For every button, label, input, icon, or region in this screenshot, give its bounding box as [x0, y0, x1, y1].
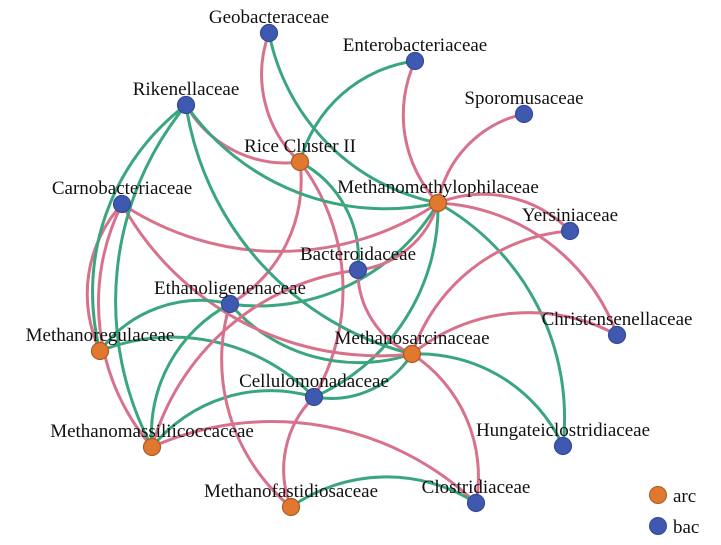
edge-methanosarcinaceae-bacteroidaceae: [356, 269, 413, 356]
edge-methanomassiliicoccaceae-rikenellaceae: [114, 104, 188, 448]
edge-rice-cluster-ii-bacteroidaceae: [299, 160, 360, 271]
node-label-rikenellaceae: Rikenellaceae: [133, 79, 240, 100]
edge-methanosarcinaceae-rikenellaceae: [184, 104, 413, 356]
node-methanosarcinaceae[interactable]: [402, 344, 422, 364]
node-label-hungateiclostridiaceae: Hungateiclostridiaceae: [476, 420, 650, 441]
edges-layer: [85, 32, 619, 509]
node-label-bacteroidaceae: Bacteroidaceae: [300, 244, 416, 265]
edge-methanosarcinaceae-christensenellaceae: [411, 311, 618, 356]
node-hungateiclostridiaceae[interactable]: [553, 436, 573, 456]
edge-methanosarcinaceae-ethanoligenenaceae: [228, 303, 413, 365]
node-ethanoligenenaceae[interactable]: [220, 294, 240, 314]
node-methanomethylophilaceae[interactable]: [428, 193, 448, 213]
node-rikenellaceae[interactable]: [176, 95, 196, 115]
legend-arc-label: arc: [673, 486, 696, 507]
node-methanoregulaceae[interactable]: [90, 341, 110, 361]
edge-methanoregulaceae-ethanoligenenaceae: [98, 298, 231, 352]
edge-rice-cluster-ii-ethanoligenenaceae: [229, 161, 303, 306]
node-label-methanofastidiosaceae: Methanofastidiosaceae: [204, 481, 378, 502]
legend-bac-marker: [649, 517, 667, 535]
legend-arc-marker: [649, 486, 667, 504]
edge-methanosarcinaceae-cellulomonadaceae: [313, 353, 414, 400]
legend-bac-label: bac: [673, 517, 699, 538]
legend: arc bac: [649, 486, 699, 538]
node-label-geobacteraceae: Geobacteraceae: [209, 7, 329, 28]
edge-methanomethylophilaceae-christensenellaceae: [437, 201, 619, 336]
edge-methanomassiliicoccaceae-clostridiaceae: [151, 420, 478, 505]
node-methanomassiliicoccaceae[interactable]: [142, 437, 162, 457]
edge-rice-cluster-ii-cellulomonadaceae: [298, 161, 345, 398]
edge-methanofastidiosaceae-cellulomonadaceae: [282, 395, 316, 508]
edge-methanomethylophilaceae-sporomusaceae: [436, 112, 525, 204]
node-geobacteraceae[interactable]: [259, 23, 279, 43]
edge-methanomethylophilaceae-ethanoligenenaceae: [229, 202, 440, 308]
node-label-ethanoligenenaceae: Ethanoligenenaceae: [154, 278, 306, 299]
edge-methanomethylophilaceae-enterobacteriaceae: [401, 60, 440, 205]
node-label-cellulomonadaceae: Cellulomonadaceae: [239, 371, 389, 392]
edge-methanomassiliicoccaceae-carnobacteriaceae: [97, 203, 154, 448]
node-carnobacteriaceae[interactable]: [112, 194, 132, 214]
edge-rice-cluster-ii-enterobacteriaceae: [298, 59, 416, 163]
edge-methanosarcinaceae-clostridiaceae: [411, 352, 480, 504]
node-label-methanomethylophilaceae: Methanomethylophilaceae: [337, 177, 539, 198]
edge-rice-cluster-ii-geobacteraceae: [260, 32, 302, 164]
edge-methanomethylophilaceae-bacteroidaceae: [357, 202, 440, 272]
edge-methanofastidiosaceae-clostridiaceae: [290, 475, 477, 509]
node-label-methanosarcinaceae: Methanosarcinaceae: [334, 328, 489, 349]
edge-methanomethylophilaceae-rikenellaceae: [184, 104, 439, 211]
node-christensenellaceae[interactable]: [607, 325, 627, 345]
edge-methanosarcinaceae-hungateiclostridiaceae: [411, 352, 565, 447]
node-sporomusaceae[interactable]: [514, 104, 534, 124]
edge-methanoregulaceae-carnobacteriaceae: [85, 202, 124, 352]
node-label-methanoregulaceae: Methanoregulaceae: [26, 325, 175, 346]
edge-methanomethylophilaceae-carnobacteriaceae: [121, 201, 439, 253]
edge-methanosarcinaceae-yersiniaceae: [410, 229, 571, 355]
node-yersiniaceae[interactable]: [560, 221, 580, 241]
nodes-layer: [90, 23, 627, 517]
node-label-enterobacteriaceae: Enterobacteriaceae: [343, 35, 488, 56]
edge-methanomethylophilaceae-yersiniaceae: [437, 192, 572, 233]
edge-methanomassiliicoccaceae-bacteroidaceae: [150, 268, 359, 448]
node-bacteroidaceae[interactable]: [348, 260, 368, 280]
edge-methanomassiliicoccaceae-ethanoligenenaceae: [149, 302, 231, 448]
node-label-sporomusaceae: Sporomusaceae: [464, 88, 583, 109]
edge-methanomethylophilaceae-cellulomonadaceae: [313, 202, 440, 399]
edge-methanomethylophilaceae-hungateiclostridiaceae: [437, 201, 567, 447]
edge-methanoregulaceae-rikenellaceae: [91, 103, 187, 352]
edge-methanomethylophilaceae-geobacteraceae: [267, 32, 439, 205]
edge-methanofastidiosaceae-ethanoligenenaceae: [220, 303, 292, 509]
node-label-yersiniaceae: Yersiniaceae: [522, 205, 618, 226]
node-label-clostridiaceae: Clostridiaceae: [422, 477, 531, 498]
node-rice-cluster-ii[interactable]: [290, 152, 310, 172]
node-clostridiaceae[interactable]: [466, 493, 486, 513]
node-enterobacteriaceae[interactable]: [405, 51, 425, 71]
node-label-rice-cluster-ii: Rice Cluster II: [244, 136, 356, 157]
labels-layer: GeobacteraceaeEnterobacteriaceaeSporomus…: [26, 7, 693, 502]
node-label-methanomassiliicoccaceae: Methanomassiliicoccaceae: [50, 421, 254, 442]
node-methanofastidiosaceae[interactable]: [281, 497, 301, 517]
node-cellulomonadaceae[interactable]: [304, 387, 324, 407]
edge-methanosarcinaceae-carnobacteriaceae: [120, 203, 413, 358]
node-label-christensenellaceae: Christensenellaceae: [542, 309, 693, 330]
node-label-carnobacteriaceae: Carnobacteriaceae: [52, 178, 192, 199]
